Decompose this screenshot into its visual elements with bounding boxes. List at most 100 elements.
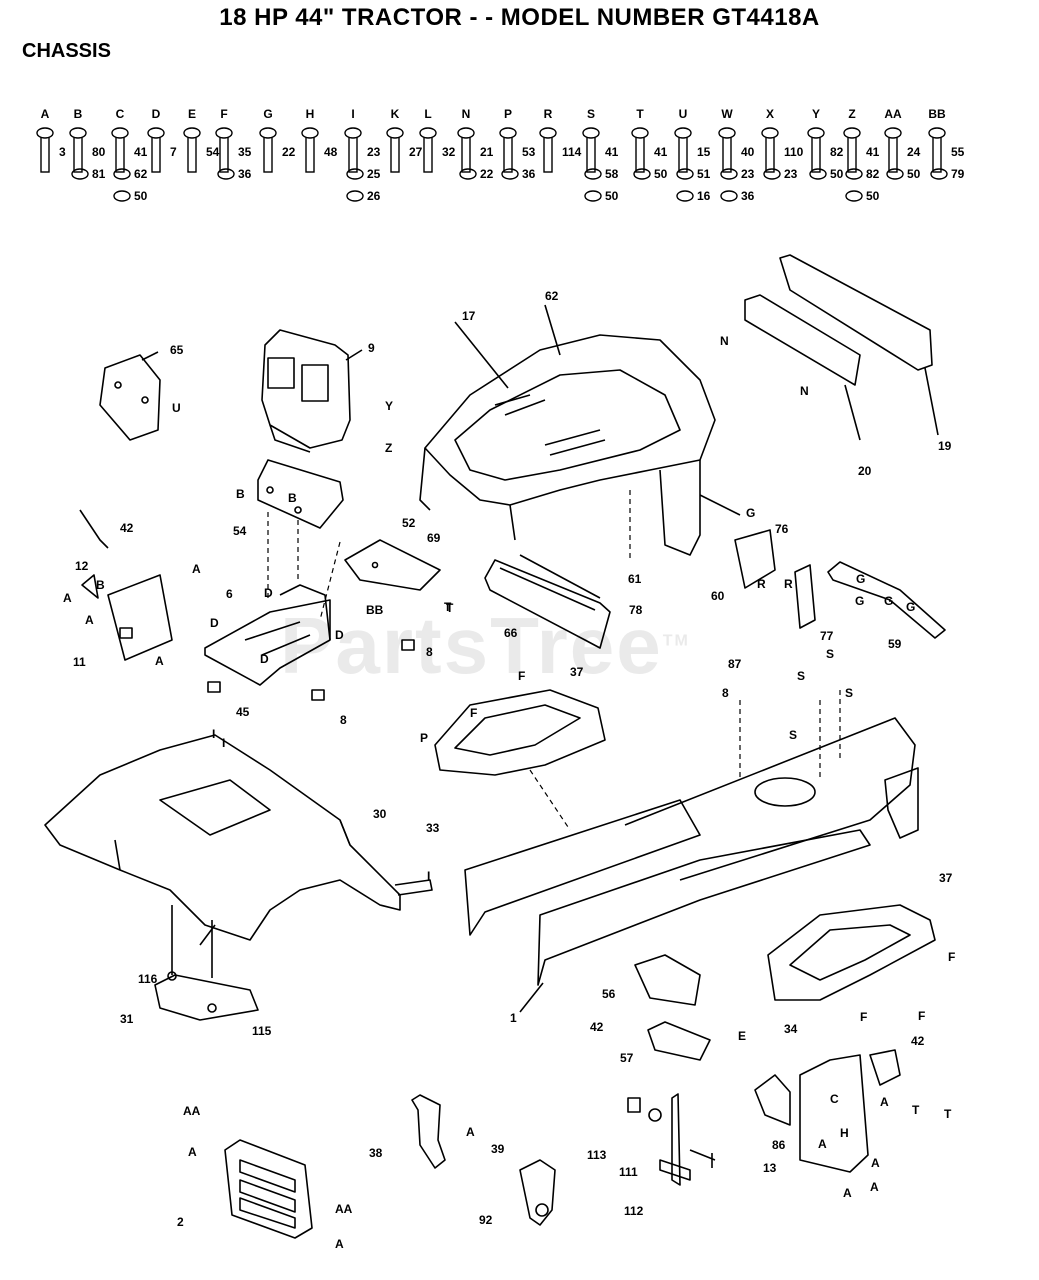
washer-icon (720, 168, 738, 180)
callout-p: P (420, 731, 428, 745)
parts-drawing (44, 254, 946, 1239)
callout-n: N (800, 384, 809, 398)
washer-icon (845, 190, 863, 202)
callout-f: F (470, 706, 477, 720)
callout-a: A (192, 562, 201, 576)
callout-i: I (222, 736, 225, 750)
hardware-letter: W (721, 107, 733, 121)
hardware-letter: Z (848, 107, 855, 121)
callout-d: D (335, 628, 344, 642)
hardware-part-number: 27 (409, 145, 423, 159)
callout-d: D (264, 586, 273, 600)
bolt-head-icon (807, 127, 825, 139)
part-37-33-footrest-left (434, 689, 606, 776)
part-9-dash-panel (261, 329, 363, 453)
callout-59: 59 (888, 637, 902, 651)
callout-s: S (845, 686, 853, 700)
part-2-grille (224, 1139, 313, 1239)
bolt-head-icon (386, 127, 404, 139)
hardware-part-number: 3 (59, 145, 66, 159)
washer-icon (459, 168, 477, 180)
callout-b: B (236, 487, 245, 501)
washer-icon (930, 168, 948, 180)
hardware-a: A3 (36, 107, 66, 173)
hardware-part-number: 55 (951, 145, 965, 159)
hardware-part-number: 7 (170, 145, 177, 159)
callout-y: Y (385, 399, 393, 413)
hardware-part-number: 62 (134, 167, 148, 181)
bolt-head-icon (843, 127, 861, 139)
callout-92: 92 (479, 1213, 493, 1227)
callout-a: A (85, 613, 94, 627)
callout-13: 13 (763, 1161, 777, 1175)
hardware-part-number: 79 (951, 167, 965, 181)
callout-8: 8 (340, 713, 347, 727)
callout-g: G (906, 600, 915, 614)
callout-g: G (856, 572, 865, 586)
bolt-head-icon (215, 127, 233, 139)
callout-aa: AA (335, 1202, 353, 1216)
callout-z: Z (385, 441, 392, 455)
part-62-hood (419, 304, 741, 556)
bolt-head-icon (582, 127, 600, 139)
callout-h: H (840, 1126, 849, 1140)
callout-8: 8 (722, 686, 729, 700)
part-54-bracket (257, 459, 344, 529)
part-65-bracket (99, 351, 161, 441)
hardware-part-number: 50 (605, 189, 619, 203)
hardware-letter: F (220, 107, 227, 121)
hardware-letter: AA (884, 107, 902, 121)
washer-icon (633, 168, 651, 180)
callout-2: 2 (177, 1215, 184, 1229)
callout-37: 37 (939, 871, 953, 885)
callout-57: 57 (620, 1051, 634, 1065)
hardware-part-number: 114 (562, 145, 582, 159)
washer-icon (720, 190, 738, 202)
callout-9: 9 (368, 341, 375, 355)
part-1-frame (464, 717, 919, 1013)
bolt-head-icon (69, 127, 87, 139)
bolt-head-icon (539, 127, 557, 139)
callout-87: 87 (728, 657, 742, 671)
callout-20: 20 (858, 464, 872, 478)
hardware-part-number: 25 (367, 167, 381, 181)
part-38-39-brackets (411, 1094, 556, 1226)
callout-f: F (518, 669, 525, 683)
part-111-113-linkage (627, 1093, 716, 1186)
part-19-20-bumper (744, 254, 939, 441)
hardware-part-number: 36 (522, 167, 536, 181)
hardware-part-number: 80 (92, 145, 106, 159)
callout-d: D (260, 652, 269, 666)
hardware-letter: I (351, 107, 354, 121)
hardware-letter: BB (928, 107, 946, 121)
hardware-letter: N (462, 107, 471, 121)
bolt-head-icon (718, 127, 736, 139)
callout-d: D (210, 616, 219, 630)
bolt-head-icon (884, 127, 902, 139)
callout-u: U (172, 401, 181, 415)
hardware-bb: BB 55 79 (928, 107, 965, 181)
callout-12: 12 (75, 559, 89, 573)
hardware-part-number: 50 (654, 167, 668, 181)
hardware-part-number: 110 (784, 145, 804, 159)
washer-icon (346, 168, 364, 180)
callout-69: 69 (427, 531, 441, 545)
callout-77: 77 (820, 629, 834, 643)
washer-icon (809, 168, 827, 180)
bolt-head-icon (301, 127, 319, 139)
hardware-letter: D (152, 107, 161, 121)
hardware-part-number: 21 (480, 145, 494, 159)
callout-t: T (944, 1107, 952, 1121)
callout-45: 45 (236, 705, 250, 719)
callout-r: R (784, 577, 793, 591)
callout-a: A (335, 1237, 344, 1251)
washer-icon (676, 190, 694, 202)
